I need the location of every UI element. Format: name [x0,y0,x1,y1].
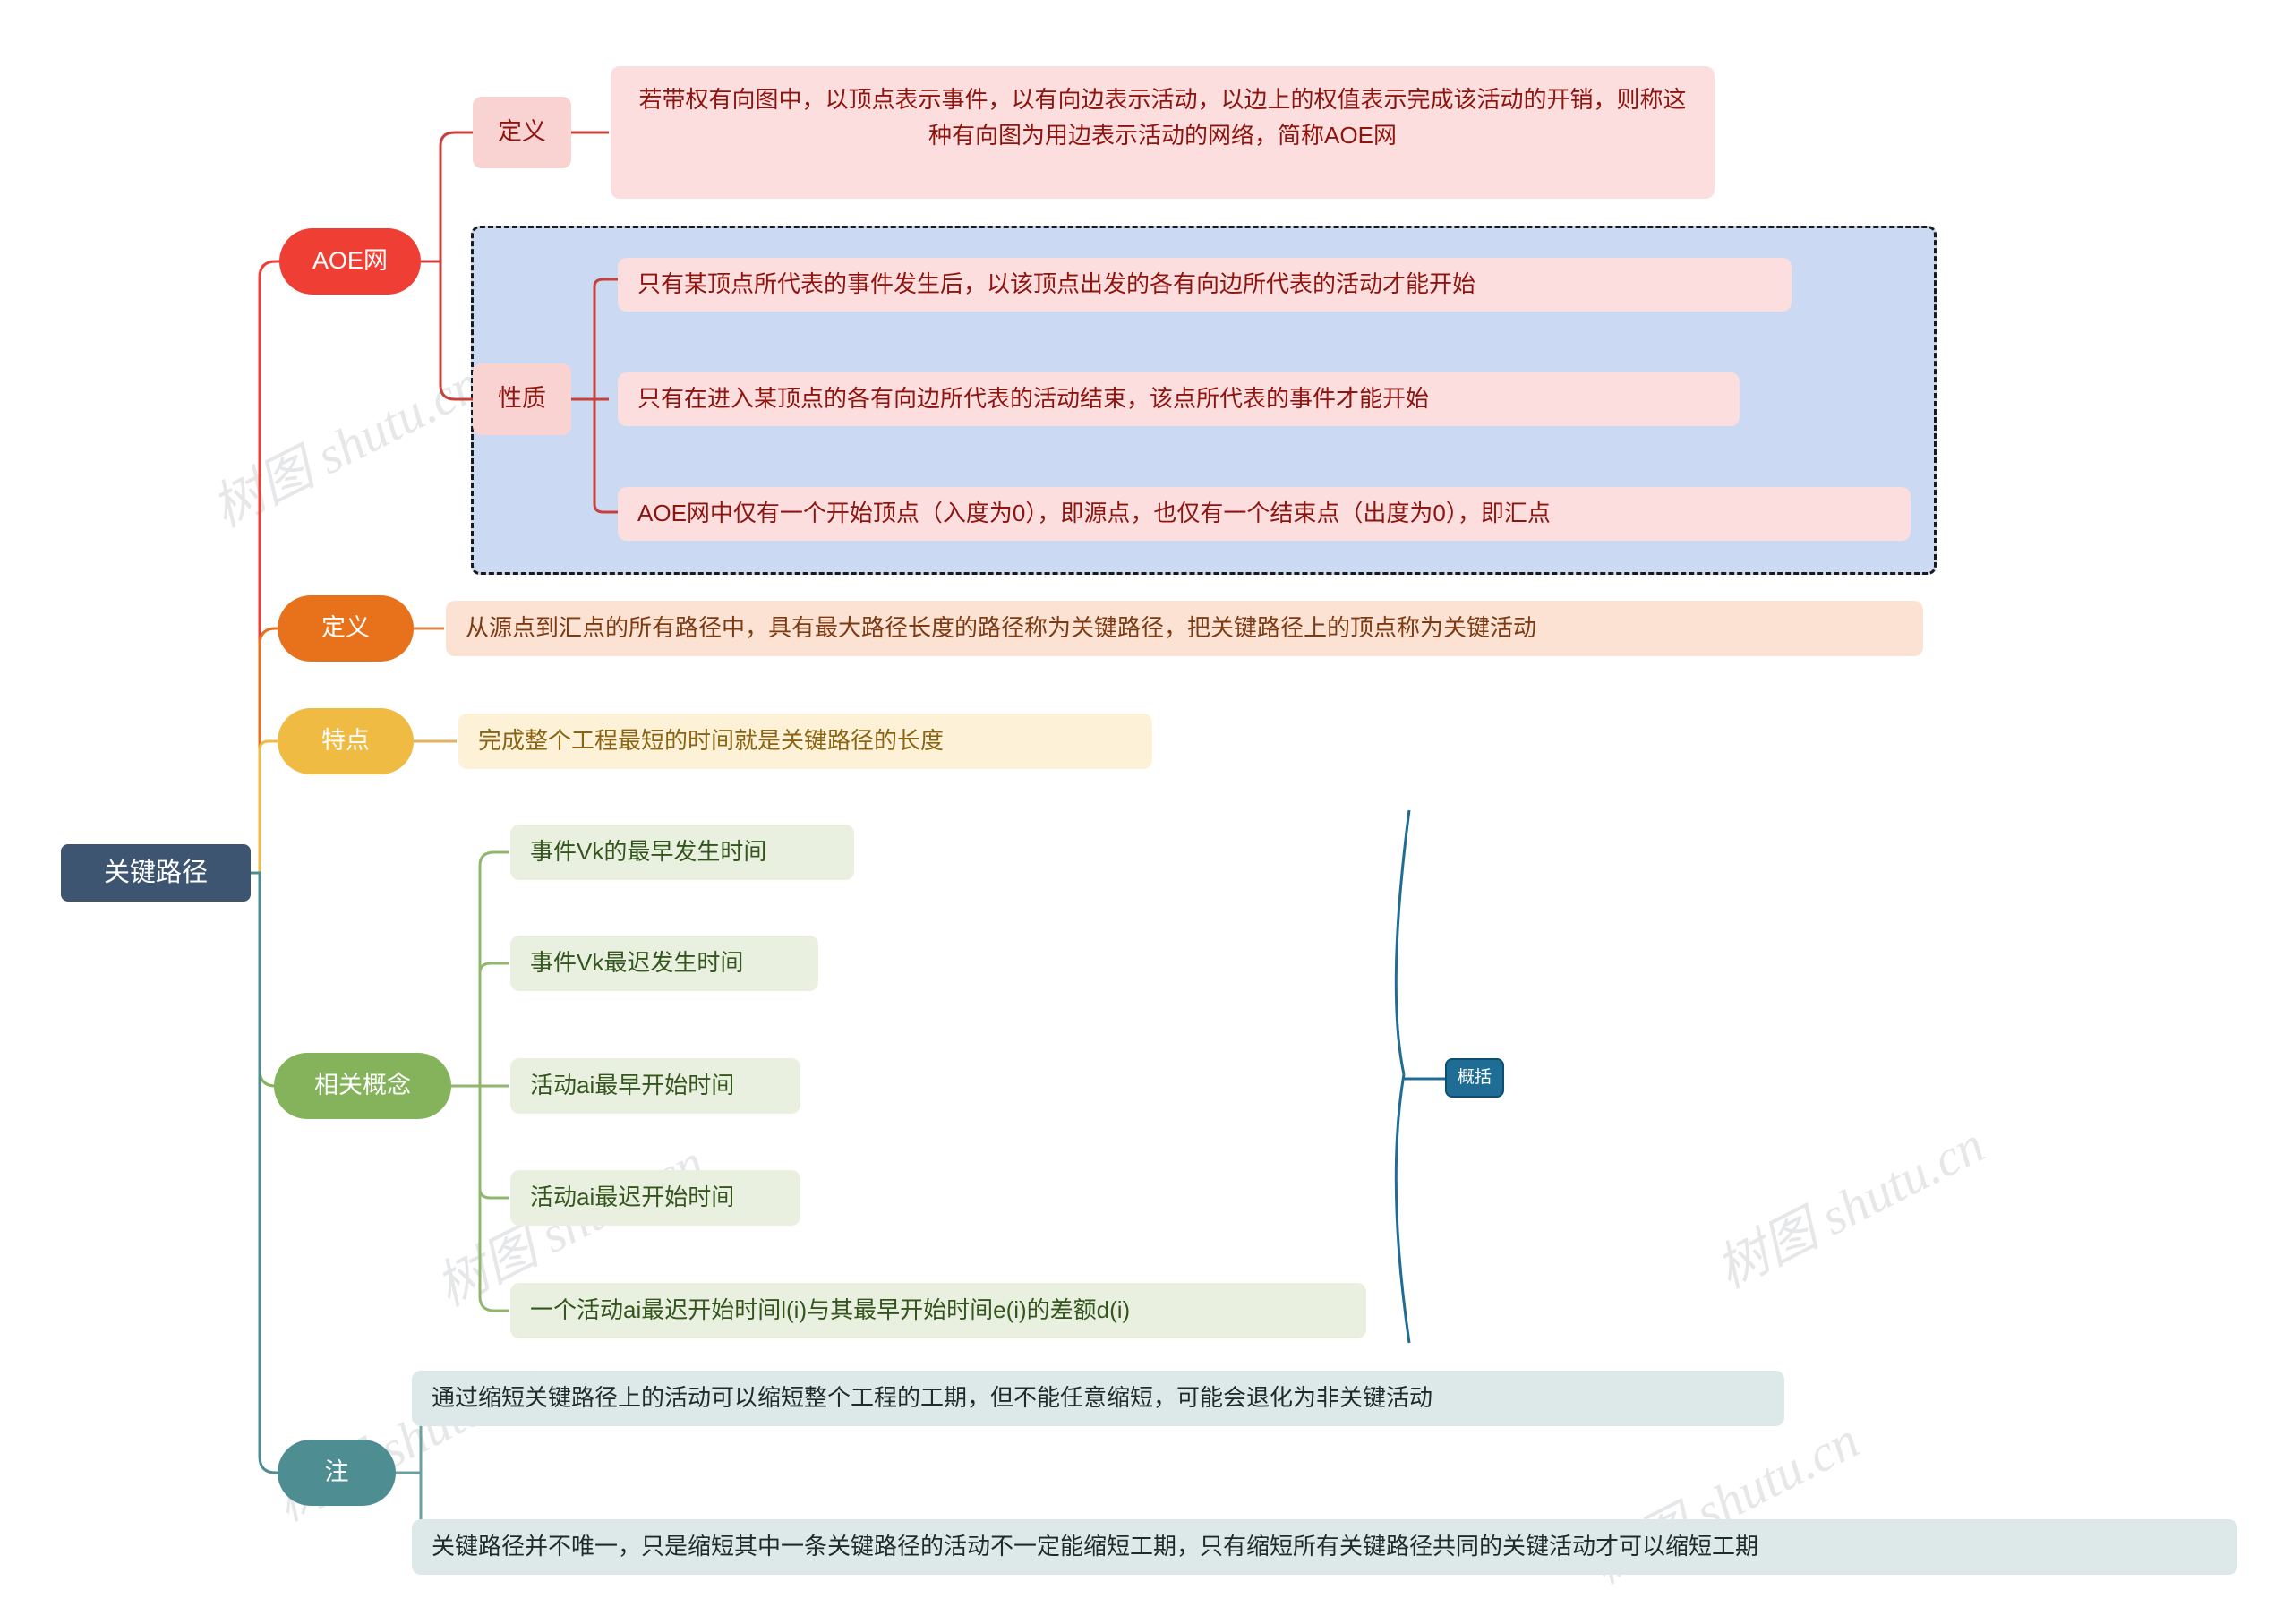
subtopic-aoe-definition[interactable]: 定义 [473,97,571,168]
leaf-text: 关键路径并不唯一，只是缩短其中一条关键路径的活动不一定能缩短工期，只有缩短所有关… [432,1533,1759,1560]
leaf-text: AOE网中仅有一个开始顶点（入度为0），即源点，也仅有一个结束点（出度为0），即… [637,500,1551,527]
topic-aoe-network[interactable]: AOE网 [279,228,421,295]
leaf-aoe-property-2[interactable]: 只有在进入某顶点的各有向边所代表的活动结束，该点所代表的事件才能开始 [618,372,1740,426]
topic-note[interactable]: 注 [278,1440,396,1506]
subtopic-label: 定义 [498,118,546,146]
leaf-text: 活动ai最早开始时间 [530,1072,735,1099]
leaf-text: 完成整个工程最短的时间就是关键路径的长度 [478,727,945,755]
topic-label: 注 [324,1458,349,1486]
topic-feature[interactable]: 特点 [278,708,414,774]
leaf-aoe-property-3[interactable]: AOE网中仅有一个开始顶点（入度为0），即源点，也仅有一个结束点（出度为0），即… [618,487,1911,541]
leaf-concept-1[interactable]: 事件Vk的最早发生时间 [510,825,854,880]
topic-related-concepts[interactable]: 相关概念 [274,1053,451,1119]
root-node[interactable]: 关键路径 [61,844,251,902]
watermark: 树图 shutu.cn [265,1347,552,1533]
root-label: 关键路径 [103,858,208,887]
summary-label: 概括 [1458,1068,1492,1088]
leaf-text: 事件Vk最迟发生时间 [530,949,744,977]
leaf-text: 从源点到汇点的所有路径中，具有最大路径长度的路径称为关键路径，把关键路径上的顶点… [466,614,1537,642]
topic-definition[interactable]: 定义 [278,595,414,662]
watermark: 树图 shutu.cn [1706,1115,1994,1300]
topic-label: 定义 [321,614,370,642]
watermark: 树图 shutu.cn [202,354,490,539]
leaf-concept-4[interactable]: 活动ai最迟开始时间 [510,1170,800,1226]
leaf-text: 一个活动ai最迟开始时间l(i)与其最早开始时间e(i)的差额d(i) [530,1296,1131,1324]
leaf-concept-2[interactable]: 事件Vk最迟发生时间 [510,936,818,991]
leaf-text: 只有某顶点所代表的事件发生后，以该顶点出发的各有向边所代表的活动才能开始 [637,270,1476,298]
leaf-text: 事件Vk的最早发生时间 [530,838,767,866]
leaf-feature-text[interactable]: 完成整个工程最短的时间就是关键路径的长度 [458,714,1152,769]
leaf-definition-text[interactable]: 从源点到汇点的所有路径中，具有最大路径长度的路径称为关键路径，把关键路径上的顶点… [446,601,1923,656]
topic-label: AOE网 [312,247,389,275]
subtopic-label: 性质 [498,385,546,413]
topic-label: 相关概念 [314,1072,411,1099]
leaf-aoe-property-1[interactable]: 只有某顶点所代表的事件发生后，以该顶点出发的各有向边所代表的活动才能开始 [618,258,1792,312]
leaf-concept-3[interactable]: 活动ai最早开始时间 [510,1058,800,1114]
leaf-text: 只有在进入某顶点的各有向边所代表的活动结束，该点所代表的事件才能开始 [637,385,1430,413]
leaf-text: 活动ai最迟开始时间 [530,1184,735,1211]
leaf-note-1[interactable]: 通过缩短关键路径上的活动可以缩短整个工程的工期，但不能任意缩短，可能会退化为非关… [412,1371,1784,1426]
topic-label: 特点 [321,727,370,755]
summary-callout[interactable]: 概括 [1445,1058,1504,1098]
leaf-aoe-definition-text[interactable]: 若带权有向图中，以顶点表示事件，以有向边表示活动，以边上的权值表示完成该活动的开… [611,66,1715,199]
leaf-concept-5[interactable]: 一个活动ai最迟开始时间l(i)与其最早开始时间e(i)的差额d(i) [510,1283,1366,1338]
leaf-note-2[interactable]: 关键路径并不唯一，只是缩短其中一条关键路径的活动不一定能缩短工期，只有缩短所有关… [412,1519,2237,1575]
subtopic-aoe-properties[interactable]: 性质 [473,363,571,435]
leaf-text: 通过缩短关键路径上的活动可以缩短整个工程的工期，但不能任意缩短，可能会退化为非关… [432,1384,1433,1412]
leaf-text: 若带权有向图中，以顶点表示事件，以有向边表示活动，以边上的权值表示完成该活动的开… [638,86,1687,149]
